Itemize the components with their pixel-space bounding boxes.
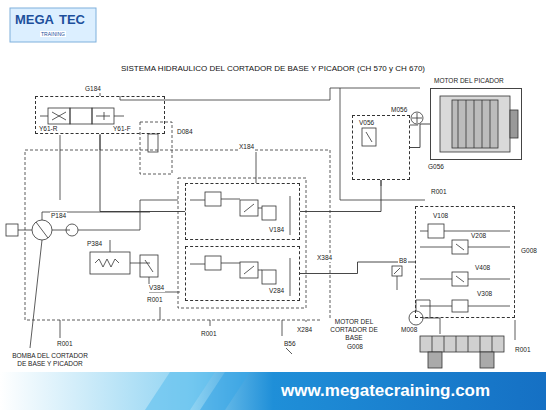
component-code: G008 — [520, 247, 538, 255]
hydraulic-line — [100, 134, 185, 212]
footer-url: www.megatecraining.com — [280, 381, 491, 401]
hydraulic-line — [410, 124, 430, 148]
component-code: MOTOR DEL PICADOR — [433, 77, 505, 85]
callout-code: V108 — [432, 212, 449, 220]
component-code: G184 — [84, 85, 102, 93]
callout-code: Y61-F — [112, 125, 132, 133]
valve-block: V184 — [185, 183, 300, 240]
component-code: V056 — [358, 119, 375, 127]
caption-text: MOTOR DEL CORTADOR DE BASE — [322, 318, 386, 342]
component-code: G056 — [427, 163, 445, 171]
callout-code: V408 — [474, 264, 491, 272]
callout-code: B8 — [398, 257, 408, 265]
callout-code: V308 — [476, 290, 493, 298]
component-code: V184 — [268, 226, 285, 234]
callout-code: P184 — [50, 212, 67, 220]
callout-code: X384 — [316, 254, 333, 262]
callout-code: R001 — [56, 340, 74, 348]
valve-block: V284 — [185, 246, 300, 301]
callout-code: G008 — [346, 343, 364, 351]
callout-code: R001 — [430, 188, 448, 196]
logo-tag: TRAINING — [40, 31, 66, 37]
callout-code: V384 — [148, 284, 165, 292]
callout-code: Y61-R — [38, 125, 58, 133]
logo-box — [10, 8, 96, 42]
hydraulic-line — [300, 180, 381, 212]
callout-code: R001 — [146, 296, 164, 304]
diagram-title: SISTEMA HIDRAULICO DEL CORTADOR DE BASE … — [0, 64, 546, 73]
callout-code: V208 — [470, 232, 487, 240]
callout-code: B56 — [283, 340, 297, 348]
valve-block: G008 — [415, 206, 515, 318]
callout-code: X184 — [238, 143, 255, 151]
callout-code: R001 — [514, 346, 532, 354]
valve-block: MOTOR DEL PICADORG056 — [430, 88, 522, 160]
callout-code: R001 — [200, 330, 218, 338]
logo-word: TEC — [58, 12, 86, 28]
callout-code: M008 — [400, 326, 418, 334]
callout-code: M056 — [390, 106, 408, 114]
callout-code: X284 — [296, 326, 313, 334]
logo-word: MEGA — [14, 12, 55, 28]
caption-text: BOMBA DEL CORTADOR DE BASE Y PICADOR — [6, 352, 94, 368]
schematic-lines — [6, 88, 518, 368]
callout-code: P384 — [86, 240, 103, 248]
component-code: V284 — [268, 287, 285, 295]
valve-block: V056 — [352, 115, 410, 180]
footer-band — [0, 372, 546, 410]
callout-code: D084 — [176, 128, 194, 136]
